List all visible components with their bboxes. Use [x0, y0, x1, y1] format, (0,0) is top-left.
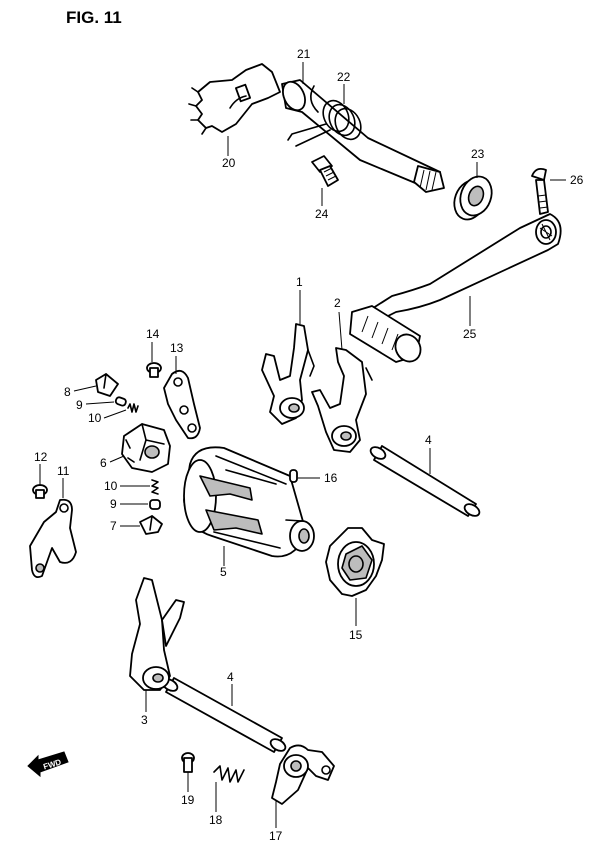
- callout-23: 23: [471, 147, 485, 161]
- part-10-spring-lower: [151, 479, 159, 495]
- part-2-shift-fork: [311, 347, 373, 453]
- part-22-return-spring: [287, 99, 362, 147]
- part-11-cam-stopper: [29, 498, 77, 579]
- part-8-cam-guide: [95, 373, 119, 397]
- callout-1: 1: [296, 275, 303, 289]
- callout-6: 6: [100, 456, 107, 470]
- callout-15: 15: [349, 628, 363, 642]
- part-15-cam-driven-gear: [325, 527, 385, 597]
- part-25-gearshift-lever: [349, 213, 562, 363]
- callout-11: 11: [57, 464, 70, 478]
- callout-9-upper: 9: [76, 398, 83, 412]
- callout-25: 25: [463, 327, 477, 341]
- part-5-gearshift-cam: [183, 446, 315, 558]
- part-9-pin-upper: [114, 396, 127, 407]
- callout-4-lower: 4: [227, 670, 234, 684]
- part-16-pin: [289, 469, 298, 483]
- callout-24: 24: [315, 207, 329, 221]
- part-10-spring-upper: [127, 403, 139, 413]
- part-18-spring: [213, 765, 245, 783]
- part-26-bolt: [531, 167, 549, 215]
- callout-18: 18: [209, 813, 223, 827]
- part-13-stopper-plate: [163, 369, 201, 440]
- callout-20: 20: [222, 156, 236, 170]
- callout-19: 19: [181, 793, 195, 807]
- fwd-direction-marker: FWD: [27, 751, 69, 778]
- figure-title: FIG. 11: [66, 8, 122, 27]
- part-24-bolt: [311, 155, 339, 187]
- part-9-pin-lower: [149, 499, 161, 510]
- part-12-bolt: [32, 484, 48, 499]
- callout-22: 22: [337, 70, 351, 84]
- part-4-fork-shaft-upper: [369, 445, 481, 517]
- callout-16: 16: [324, 471, 338, 485]
- callout-10-lower: 10: [104, 479, 118, 493]
- part-19-bolt: [181, 752, 195, 773]
- part-7-cam-stopper-pin: [139, 515, 163, 535]
- part-3-shift-fork: [129, 577, 185, 691]
- callout-2: 2: [334, 296, 341, 310]
- part-20-shift-sector: [195, 63, 281, 133]
- callout-5: 5: [220, 565, 227, 579]
- callout-26: 26: [570, 173, 584, 187]
- part-6-cam-driven-gear: [121, 423, 171, 473]
- callout-17: 17: [269, 829, 283, 843]
- callout-4-upper: 4: [425, 433, 432, 447]
- callout-3: 3: [141, 713, 148, 727]
- callout-9-lower: 9: [110, 497, 117, 511]
- part-1-shift-fork: [261, 323, 315, 425]
- callout-labels: 20 21 22 23 24 26 25 1 2 14 13 8 9 10 6 …: [34, 47, 584, 843]
- part-17-gearshift-arm: [271, 744, 335, 805]
- part-23-oil-seal: [453, 175, 493, 221]
- callout-10-upper: 10: [88, 411, 102, 425]
- callout-21: 21: [297, 47, 311, 61]
- callout-8: 8: [64, 385, 71, 399]
- callout-12: 12: [34, 450, 48, 464]
- leader-lines: [39, 62, 566, 828]
- callout-14: 14: [146, 327, 160, 341]
- part-4-fork-shaft-lower: [161, 677, 287, 753]
- gearshift-shaft-assembly: [188, 63, 445, 193]
- callout-13: 13: [170, 341, 184, 355]
- part-14-screw: [146, 362, 162, 378]
- callout-7: 7: [110, 519, 117, 533]
